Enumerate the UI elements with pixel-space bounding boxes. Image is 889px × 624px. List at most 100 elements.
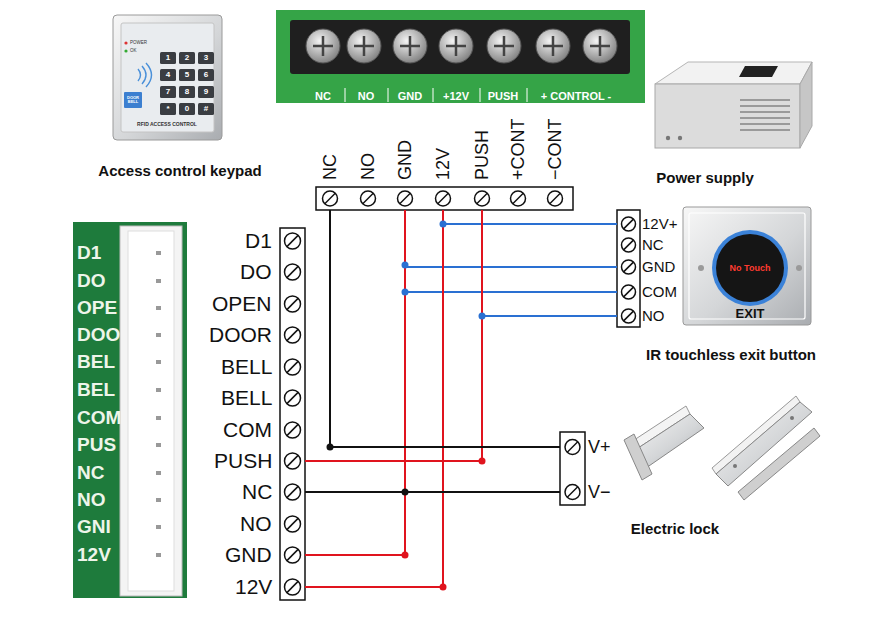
screw-terminal [542, 187, 568, 210]
screw-circle [285, 264, 301, 280]
junction-dot [402, 262, 409, 269]
key [179, 52, 195, 64]
screw-slash [438, 193, 449, 204]
junction-dot [402, 289, 409, 296]
screw-slash [624, 287, 634, 297]
pcb-connector-inner [128, 231, 174, 591]
mount-hole [733, 464, 737, 468]
screw-slot [354, 36, 374, 56]
printed-label: NO [358, 90, 375, 102]
screw-slash [287, 361, 298, 372]
terminal-label: D1 [245, 226, 272, 256]
screw-slash [550, 193, 561, 204]
junction-dot [440, 221, 447, 228]
screw-terminal [617, 214, 640, 234]
screw-terminal [560, 433, 585, 461]
screw-circle [398, 191, 413, 206]
pin [156, 553, 161, 557]
screw-circle [622, 309, 636, 323]
terminal: OPEN [212, 289, 305, 319]
wire [305, 210, 443, 587]
screw-terminal [617, 235, 640, 255]
terminal: NO [240, 509, 305, 539]
terminal-label: −CONT [545, 118, 566, 180]
terminal-label: NC [642, 235, 664, 255]
printed-label: COM [77, 408, 121, 429]
screw-circle [285, 579, 301, 595]
terminal: 12V [235, 572, 305, 602]
screw [487, 29, 521, 63]
wire [443, 210, 617, 224]
junction-dot [402, 552, 409, 559]
button-plate [683, 207, 811, 325]
screw-slot [590, 36, 610, 56]
screw [583, 29, 617, 63]
printed-label: PUS [77, 435, 116, 456]
screw-terminal [355, 187, 381, 210]
screw-terminal [280, 572, 305, 602]
screw-terminal [280, 383, 305, 413]
terminal-label: NC [320, 154, 341, 180]
rfid-wave [146, 63, 152, 87]
terminal: 12V+ [617, 214, 679, 234]
screw-circle [622, 238, 636, 252]
bolt-lock-faceplate [624, 434, 652, 480]
pin [156, 251, 161, 255]
doorbell-button [124, 92, 142, 108]
screw-slot [400, 36, 420, 56]
screw-terminal [317, 187, 343, 210]
terminal-label: BELL [221, 383, 272, 413]
terminal-label: 12V+ [642, 214, 677, 234]
printed-label: D1 [77, 243, 101, 264]
terminal-label: V− [588, 478, 611, 506]
psu-front [655, 84, 800, 148]
wire [482, 210, 617, 316]
junction-dot [402, 489, 409, 496]
screw-terminal [430, 187, 456, 210]
screw-terminal [280, 415, 305, 445]
screw-terminal [280, 446, 305, 476]
terminal-label: BELL [221, 352, 272, 382]
printed-label: OPE [77, 298, 117, 319]
printed-label: RFID ACCESS CONTROL [137, 122, 197, 128]
screw-circle [285, 516, 301, 532]
screw-slash [287, 298, 298, 309]
terminal-label: V+ [588, 433, 611, 461]
screw-circle [285, 359, 301, 375]
psu-side [800, 62, 812, 148]
terminal-label: NO [240, 509, 272, 539]
screw-circle [361, 191, 376, 206]
screw-circle [285, 453, 301, 469]
terminal: NC [617, 235, 666, 255]
printed-label: GND [398, 90, 422, 102]
terminal: 12V [430, 148, 456, 210]
terminal-strip [560, 432, 585, 505]
wire [405, 210, 617, 267]
screw [306, 29, 340, 63]
printed-label: PUSH [488, 90, 519, 102]
screw-slash [624, 219, 634, 229]
screw-circle [622, 217, 636, 231]
wire [405, 210, 617, 292]
terminal-label: COM [223, 415, 272, 445]
pin [156, 471, 161, 475]
psu-vent [740, 100, 790, 130]
mount-hole [790, 416, 794, 420]
terminal-label: GND [642, 257, 675, 277]
pin [156, 443, 161, 447]
psu-hole [678, 136, 682, 140]
terminal-label: PUSH [214, 446, 272, 476]
screw-slash [567, 487, 578, 498]
keypad-frame [113, 15, 222, 140]
printed-label: +12V [443, 90, 469, 102]
terminal: BELL [221, 383, 305, 413]
terminal: V+ [560, 433, 613, 461]
screw-circle [565, 485, 580, 500]
screw-circle [285, 390, 301, 406]
printed-label: NC [77, 463, 104, 484]
screw-terminal [505, 187, 531, 210]
key [198, 86, 214, 98]
wire [305, 210, 482, 461]
terminal-label: 12V [433, 148, 454, 180]
screw [536, 29, 570, 63]
